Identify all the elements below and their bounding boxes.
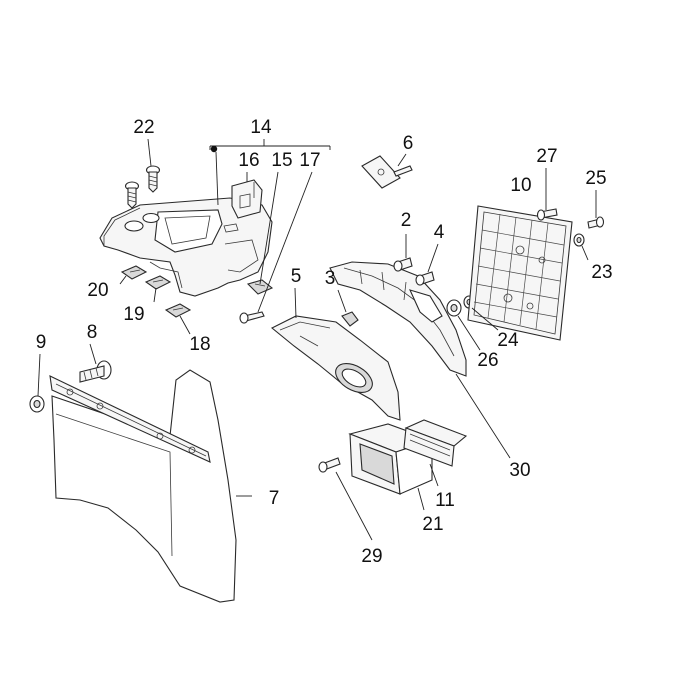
label-4: 4 bbox=[434, 222, 445, 243]
label-22: 22 bbox=[133, 117, 154, 138]
label-2: 2 bbox=[401, 210, 412, 231]
part-25-screw bbox=[587, 216, 605, 229]
part-23-washer bbox=[573, 233, 585, 247]
part-27-screw bbox=[536, 208, 558, 221]
part-17-rivet bbox=[239, 311, 265, 324]
part-20-nut bbox=[120, 265, 148, 280]
label-25: 25 bbox=[585, 168, 606, 189]
label-21: 21 bbox=[422, 514, 443, 535]
part-9-nut bbox=[29, 395, 45, 413]
label-16: 16 bbox=[238, 150, 259, 171]
label-23: 23 bbox=[591, 262, 612, 283]
reference-dot bbox=[210, 145, 218, 153]
label-15: 15 bbox=[271, 150, 292, 171]
part-10-plate-holder bbox=[467, 205, 573, 341]
part-29-screw bbox=[318, 457, 341, 473]
label-6: 6 bbox=[403, 133, 414, 154]
label-20: 20 bbox=[87, 280, 108, 301]
label-26: 26 bbox=[477, 350, 498, 371]
part-5-reflector-holder bbox=[270, 315, 401, 421]
label-5: 5 bbox=[291, 266, 302, 287]
part-6-plate bbox=[361, 155, 413, 189]
part-3-clip bbox=[341, 311, 359, 327]
label-7: 7 bbox=[269, 488, 280, 509]
label-3: 3 bbox=[325, 268, 336, 289]
label-24: 24 bbox=[497, 330, 519, 351]
part-14-support-tray bbox=[99, 197, 273, 297]
label-11: 11 bbox=[435, 490, 455, 511]
label-18: 18 bbox=[189, 334, 210, 355]
part-16-clip bbox=[231, 179, 263, 219]
part-22-screws bbox=[124, 165, 161, 209]
label-10: 10 bbox=[510, 175, 531, 196]
part-7-mud-flap bbox=[49, 369, 237, 603]
leader-lines bbox=[37, 138, 597, 541]
part-4-screw bbox=[415, 271, 435, 286]
label-14: 14 bbox=[250, 117, 272, 138]
part-18-nut bbox=[164, 303, 192, 318]
label-19: 19 bbox=[123, 304, 144, 325]
part-11-lens bbox=[403, 419, 468, 467]
callout-labels: 22 14 16 15 17 6 27 25 10 2 4 23 5 3 20 … bbox=[36, 117, 613, 567]
part-26-washer bbox=[446, 299, 462, 317]
label-30: 30 bbox=[509, 460, 530, 481]
label-17: 17 bbox=[299, 150, 320, 171]
label-8: 8 bbox=[87, 322, 98, 343]
part-8-screw bbox=[79, 360, 112, 383]
part-2-screw bbox=[393, 257, 413, 272]
part-19-nut bbox=[144, 275, 172, 290]
label-9: 9 bbox=[36, 332, 47, 353]
label-27: 27 bbox=[536, 146, 557, 167]
label-29: 29 bbox=[361, 546, 382, 567]
